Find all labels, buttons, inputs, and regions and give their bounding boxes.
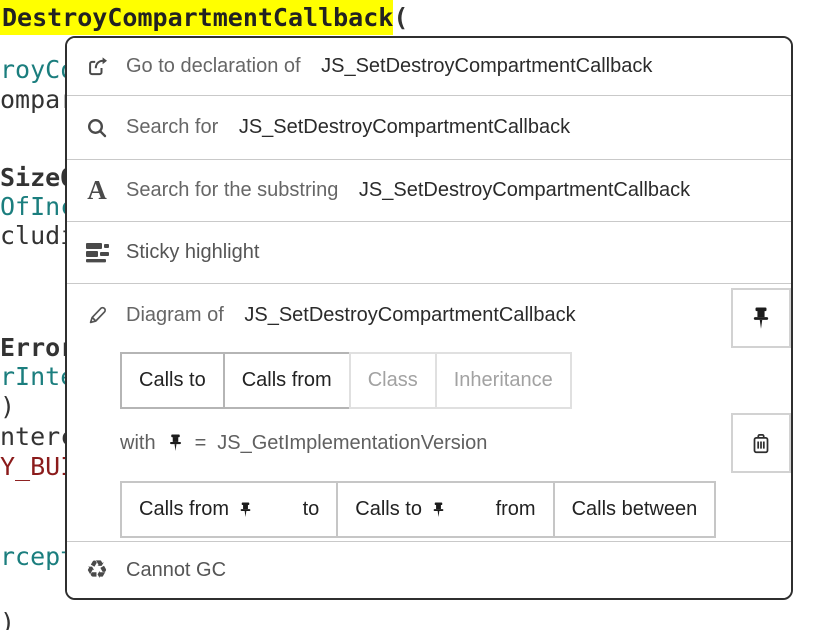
menu-item-symbol: JS_SetDestroyCompartmentCallback	[358, 179, 691, 201]
menu-item-label: Search for the substring	[126, 179, 344, 201]
class-button: Class	[348, 352, 437, 409]
code-fragment: Error	[0, 333, 76, 362]
highlighted-token-suffix: (	[393, 3, 409, 32]
menu-item-go-to-declaration[interactable]: Go to declaration of JS_SetDestroyCompar…	[67, 38, 791, 96]
code-fragment: OfInc	[0, 192, 76, 221]
button-label: to	[302, 498, 320, 520]
menu-item-cannot-gc[interactable]: ♻ Cannot GC	[67, 542, 791, 598]
button-label: Calls from	[139, 498, 230, 520]
pushpin-icon	[431, 455, 487, 565]
button-label: Calls to	[355, 498, 422, 520]
remove-pin-button[interactable]	[731, 413, 791, 473]
menu-item-symbol: JS_SetDestroyCompartmentCallback	[321, 55, 653, 77]
code-fragment: rcept	[0, 542, 76, 571]
calls-between-button[interactable]: Calls between	[552, 481, 717, 538]
search-icon	[83, 117, 111, 139]
menu-item-sticky-highlight[interactable]: Sticky highlight	[67, 222, 791, 284]
menu-item-diagram[interactable]: Diagram of JS_SetDestroyCompartmentCallb…	[83, 292, 576, 338]
code-fragment: royCo	[0, 55, 76, 84]
highlighted-token: DestroyCompartmentCallback	[0, 0, 394, 35]
button-label: from	[495, 498, 536, 520]
button-label: Class	[367, 369, 418, 391]
menu-item-label: Search for	[126, 116, 224, 138]
code-fragment: )	[0, 392, 16, 421]
equals-sign: =	[194, 431, 207, 454]
sticky-highlight-icon	[83, 242, 111, 263]
inheritance-button: Inheritance	[434, 352, 572, 409]
calls-to-button[interactable]: Calls to	[120, 352, 225, 409]
code-fragment: ompar	[0, 85, 76, 114]
menu-item-label: Go to declaration of	[126, 55, 307, 77]
diagram-section: Diagram of JS_SetDestroyCompartmentCallb…	[67, 284, 791, 542]
calls-from-button[interactable]: Calls from	[222, 352, 351, 409]
code-fragment: )	[0, 608, 16, 630]
goto-icon	[83, 55, 111, 79]
pushpin-icon	[750, 306, 772, 331]
pinned-symbol-row: with = JS_GetImplementationVersion	[120, 424, 487, 462]
pin-symbol-button[interactable]	[731, 288, 791, 348]
menu-item-symbol: JS_SetDestroyCompartmentCallback	[244, 303, 576, 326]
button-label: Calls between	[571, 498, 698, 520]
code-fragment: nterc	[0, 422, 76, 451]
diagram-button-group: Calls to Calls from Class Inheritance	[120, 352, 572, 409]
code-highlighted-line: DestroyCompartmentCallback(	[0, 0, 409, 35]
substring-icon: A	[87, 175, 107, 205]
menu-item-label: Diagram of	[126, 303, 230, 326]
menu-item-search-for[interactable]: Search for JS_SetDestroyCompartmentCallb…	[67, 96, 791, 160]
pencil-icon	[83, 304, 111, 327]
trash-icon	[748, 430, 774, 456]
code-fragment: SizeO	[0, 163, 76, 192]
button-label: Inheritance	[453, 369, 553, 391]
button-label: Calls to	[139, 369, 206, 391]
code-fragment: rInte	[0, 362, 76, 391]
pushpin-icon	[238, 455, 294, 565]
pinned-diagram-button-group: Calls from to Calls to from	[120, 481, 717, 538]
menu-item-symbol: JS_SetDestroyCompartmentCallback	[238, 116, 571, 138]
recycle-icon: ♻	[85, 555, 109, 584]
pushpin-icon	[167, 433, 184, 453]
button-label: Calls from	[241, 369, 332, 391]
calls-to-pin-from-button[interactable]: Calls to from	[336, 481, 555, 538]
menu-item-search-substring[interactable]: A Search for the substring JS_SetDestroy…	[67, 160, 791, 222]
code-fragment: Y_BUI	[0, 452, 76, 481]
with-label: with	[120, 431, 156, 454]
menu-item-label: Cannot GC	[126, 558, 227, 581]
pinned-symbol-name: JS_GetImplementationVersion	[217, 431, 488, 454]
context-menu: Go to declaration of JS_SetDestroyCompar…	[65, 36, 793, 600]
menu-item-label: Sticky highlight	[126, 241, 260, 263]
calls-from-pin-to-button[interactable]: Calls from to	[120, 481, 339, 538]
code-fragment: cludi	[0, 221, 76, 250]
